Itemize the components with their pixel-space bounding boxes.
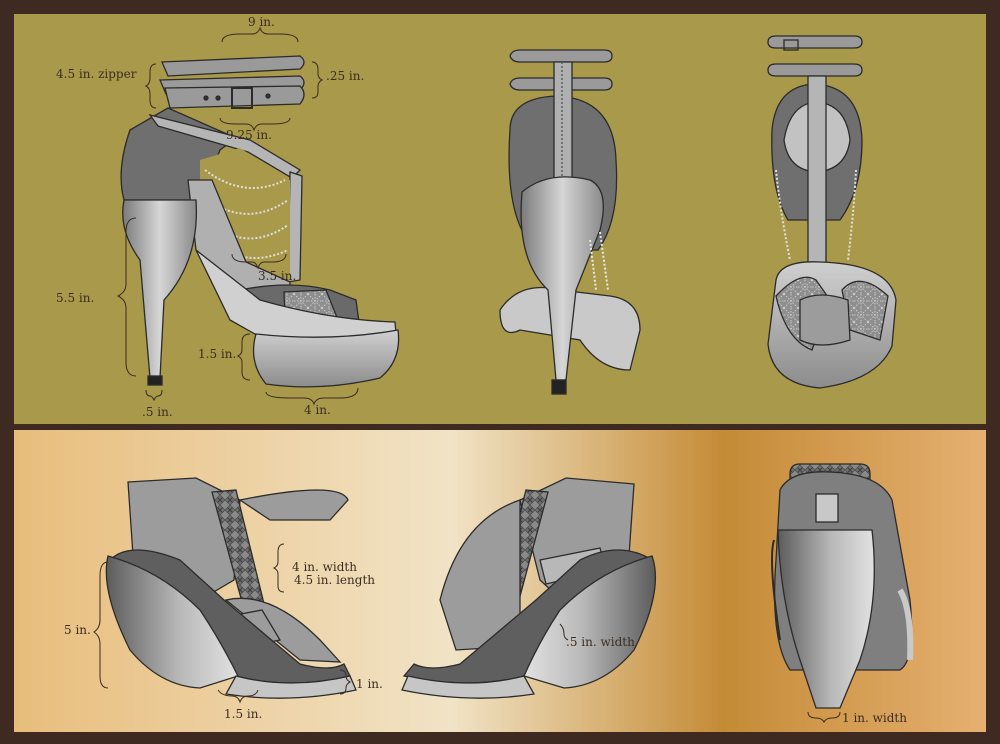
label-platform: 1.5 in. [198,347,236,361]
heel-width-dimline [807,711,841,724]
wedge-left-dimensions: 4 in. width 4.5 in. length 5 in. 1 in. 1… [64,543,383,721]
label-chain: 3.5 in. [258,269,296,283]
label-wedge-height: 5 in. [64,623,91,637]
label-heel-tip: .5 in. [142,405,173,419]
top-left-dimensions: 9 in. 4.5 in. zipper .25 in. 9.25 in. 3.… [56,15,364,419]
label-side-strap: .5 in. width [566,635,635,649]
label-ankle-strap: 9.25 in. [226,128,272,142]
label-strap-length: 9 in. [248,15,275,29]
side-strap-dimline [559,623,569,641]
stiletto-back-view [499,49,641,395]
label-t-strap-length: 4.5 in. length [294,573,375,587]
label-t-strap-width: 4 in. width [292,560,357,574]
label-strap-width: .25 in. [326,69,364,83]
label-front-platform: 1 in. [356,677,383,691]
label-heel-width: 1 in. width [842,711,907,725]
wedge-side-view-right [401,477,657,699]
wedge-back-view [771,463,914,709]
label-toe-length: 4 in. [304,403,331,417]
stiletto-side-view [120,55,400,388]
label-heel-height: 5.5 in. [56,291,94,305]
wedge-side-view-left [105,477,357,699]
label-base: 1.5 in. [224,707,262,721]
label-zipper: 4.5 in. zipper [56,67,137,81]
stiletto-front-view [767,35,897,389]
